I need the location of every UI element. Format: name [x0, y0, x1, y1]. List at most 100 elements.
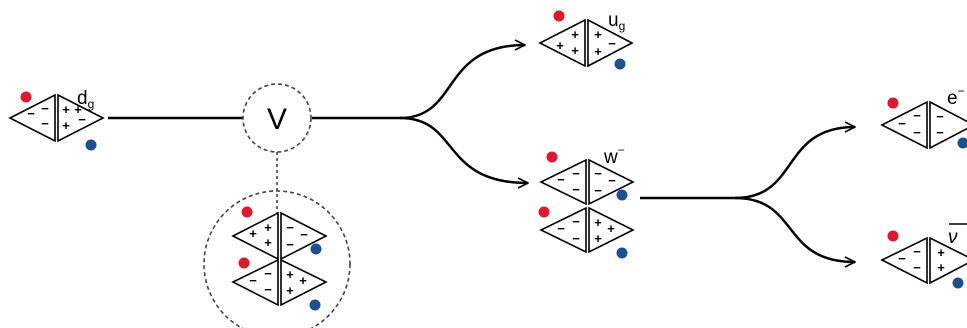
left-triangle	[539, 206, 587, 254]
branch-to-ug	[399, 45, 525, 120]
loop-contents: + + + − − − − − − + + +	[231, 206, 328, 311]
left-triangle	[880, 100, 928, 150]
blue-dot	[616, 247, 628, 259]
branch-to-electron	[734, 127, 855, 200]
red-dot	[538, 206, 550, 218]
charge-sign: −	[572, 166, 580, 181]
right-triangle	[280, 211, 328, 261]
left-triangle	[231, 258, 279, 307]
charge-sign: +	[594, 27, 602, 42]
charge-sign: −	[572, 231, 580, 246]
charge-sign: −	[594, 166, 602, 181]
particle-label: dg	[77, 88, 94, 111]
charge-sign: −	[608, 173, 616, 188]
left-triangle	[231, 211, 279, 261]
charge-sign: −	[913, 260, 921, 275]
red-dot	[546, 151, 558, 163]
left-triangle	[8, 93, 56, 143]
charge-sign: +	[937, 245, 945, 260]
charge-sign: +	[62, 118, 70, 133]
loop-circle	[203, 190, 351, 328]
charge-sign: +	[556, 38, 564, 53]
right-triangle	[587, 18, 634, 68]
charge-sign: −	[608, 36, 616, 51]
charge-sign: −	[264, 282, 272, 297]
right-triangle	[57, 93, 105, 143]
vertex: V	[242, 83, 312, 153]
charge-sign: +	[74, 102, 82, 117]
charge-sign: −	[41, 116, 49, 131]
charge-sign: +	[607, 221, 615, 236]
vertex-circle	[242, 83, 312, 153]
red-dot	[20, 91, 32, 103]
particle-u-g: + + + + + − ug	[538, 10, 634, 70]
right-triangle	[929, 236, 967, 285]
charge-sign: −	[594, 183, 602, 198]
charge-sign: +	[299, 273, 307, 288]
charge-sign: +	[62, 102, 70, 117]
particle-label: ν	[948, 227, 958, 248]
particle-electron: − − − − − e−	[880, 84, 967, 150]
right-triangle	[280, 258, 328, 307]
red-dot	[553, 10, 565, 22]
charge-sign: −	[286, 237, 294, 252]
blue-dot	[614, 58, 626, 70]
charge-sign: −	[286, 220, 294, 235]
charge-sign: −	[557, 221, 565, 236]
charge-sign: −	[898, 251, 906, 266]
particle-label: w−	[603, 143, 625, 168]
particle-antineutrino: − − − + + ν	[880, 223, 967, 289]
blue-dot	[952, 277, 964, 289]
charge-sign: −	[913, 108, 921, 123]
red-dot	[238, 257, 250, 269]
particle-d-g: − − − + + + − dg	[8, 88, 105, 151]
right-triangle	[588, 158, 635, 206]
blue-dot	[310, 243, 322, 255]
charge-sign: −	[572, 214, 580, 229]
charge-sign: +	[286, 267, 294, 282]
charge-sign: +	[264, 235, 272, 250]
charge-sign: −	[300, 227, 308, 242]
left-triangle	[538, 18, 586, 68]
charge-sign: +	[594, 44, 602, 59]
charge-sign: −	[78, 112, 86, 127]
charge-sign: −	[249, 273, 257, 288]
blue-dot	[616, 189, 628, 201]
blue-dot	[85, 139, 97, 151]
charge-sign: +	[594, 215, 602, 230]
charge-sign: −	[913, 244, 921, 259]
charge-sign: +	[937, 260, 945, 275]
charge-sign: −	[936, 125, 944, 140]
red-dot	[887, 230, 899, 242]
right-triangle	[929, 100, 967, 150]
blue-dot	[309, 299, 321, 311]
charge-sign: +	[249, 226, 257, 241]
left-triangle	[880, 236, 928, 285]
left-triangle	[539, 158, 587, 206]
red-dot	[241, 206, 253, 218]
particle-label: ug	[608, 10, 625, 33]
branch-to-antineutrino	[734, 196, 855, 262]
charge-sign: +	[594, 231, 602, 246]
charge-sign: −	[936, 109, 944, 124]
charge-sign: −	[27, 106, 35, 121]
particle-w-minus: − − − − − − − − − + + + w−	[538, 143, 635, 259]
propagator-lines	[108, 45, 855, 262]
charge-sign: −	[913, 125, 921, 140]
charge-sign: +	[571, 27, 579, 42]
branch-to-w	[399, 116, 528, 183]
blue-dot	[957, 137, 967, 149]
charge-sign: +	[264, 220, 272, 235]
charge-sign: +	[286, 283, 294, 298]
charge-sign: +	[571, 43, 579, 58]
vertex-label: V	[267, 103, 287, 136]
charge-sign: −	[572, 182, 580, 197]
charge-sign: −	[557, 172, 565, 187]
right-triangle	[588, 206, 635, 254]
particle-label: e−	[947, 84, 965, 109]
charge-sign: −	[41, 101, 49, 116]
charge-sign: −	[898, 116, 906, 131]
charge-sign: −	[264, 266, 272, 281]
red-dot	[887, 97, 899, 109]
